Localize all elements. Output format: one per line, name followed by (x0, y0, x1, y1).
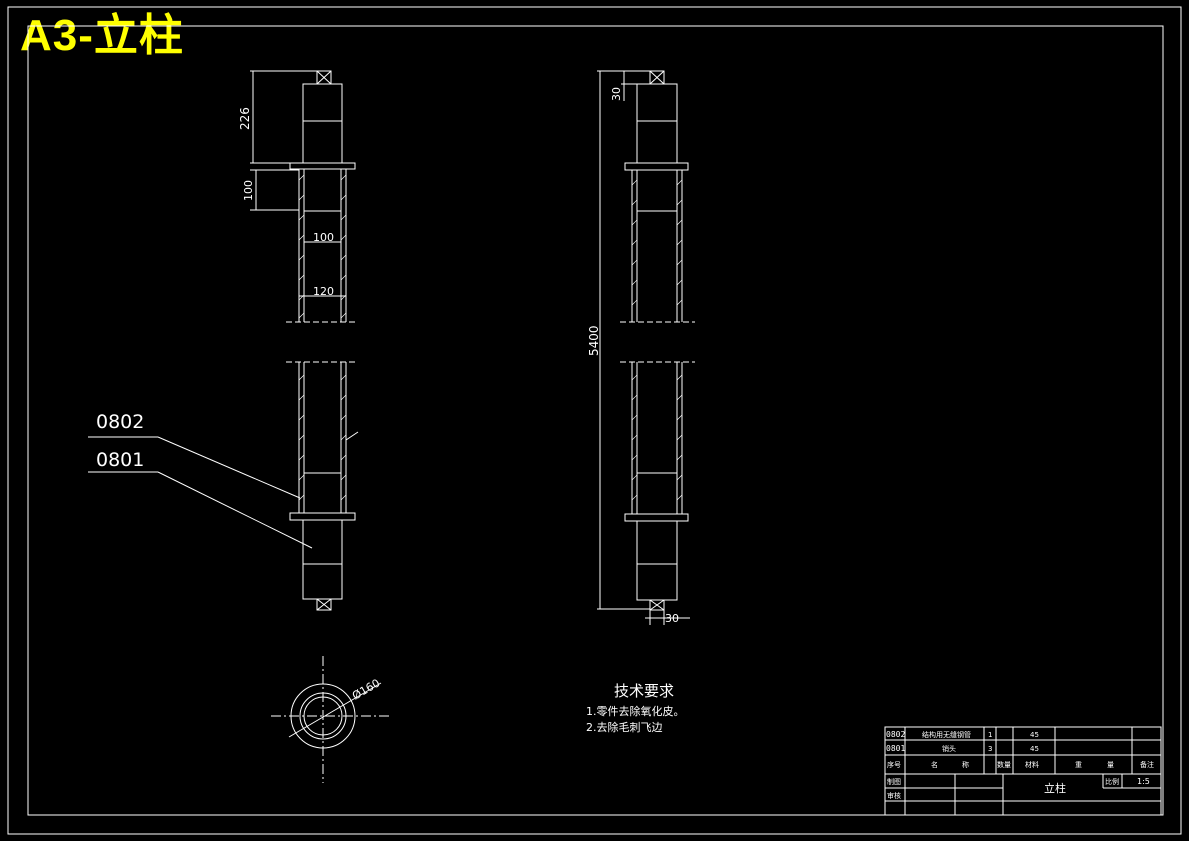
bottom-pin-marker (316, 598, 332, 611)
bom-material-0802: 45 (1030, 731, 1039, 739)
left-view (88, 70, 359, 611)
tech-req-item-1: 1.零件去除氧化皮。 (586, 704, 685, 718)
header-weight-2: 量 (1107, 761, 1114, 769)
title-block-text: 0802 结构用无缝钢管 1 45 0801 销头 3 45 序号 名 称 数量… (886, 730, 1154, 800)
bom-material-0801: 45 (1030, 745, 1039, 753)
bom-qty-0802: 1 (988, 731, 992, 739)
dim-overall-length: 5400 (587, 325, 601, 356)
dim-top-length: 226 (238, 107, 252, 130)
bottom-pin-body (302, 519, 343, 600)
bom-no-0802: 0802 (886, 730, 905, 739)
drawn-label: 制图 (887, 777, 901, 786)
scale-value: 1:5 (1137, 777, 1150, 786)
part-label-0802: 0802 (96, 411, 144, 433)
dim-circle-diameter: Ø160 (350, 677, 382, 703)
bom-name-0801: 销头 (942, 744, 956, 753)
right-view (597, 70, 695, 625)
inner-frame (27, 25, 1164, 816)
title-block (884, 726, 1162, 816)
bom-qty-0801: 3 (988, 745, 992, 753)
dim-bottom-offset: 30 (665, 612, 679, 625)
header-remark: 备注 (1140, 760, 1154, 769)
dim-outer-diameter: 120 (313, 285, 334, 298)
section-view (271, 656, 392, 783)
dim-top-offset: 30 (610, 87, 623, 101)
scale-label: 比例 (1105, 777, 1119, 786)
drawing-name: 立柱 (1044, 781, 1066, 795)
dim-collar-height: 100 (242, 180, 255, 201)
dim-inner-diameter: 100 (313, 231, 334, 244)
top-flange (289, 162, 356, 170)
header-name-2: 称 (962, 760, 969, 769)
tech-req-item-2: 2.去除毛刺飞边 (586, 720, 663, 734)
checked-label: 审核 (887, 791, 901, 800)
tech-req-heading: 技术要求 (614, 682, 674, 700)
outer-frame (7, 6, 1182, 835)
header-name-1: 名 (931, 760, 938, 769)
bom-no-0801: 0801 (886, 744, 905, 753)
bottom-flange (289, 512, 356, 521)
header-qty: 数量 (997, 760, 1011, 769)
bom-name-0802: 结构用无缝钢管 (922, 730, 971, 739)
header-material: 材料 (1025, 760, 1039, 769)
top-pin-body (302, 83, 343, 164)
header-no: 序号 (887, 760, 901, 769)
part-label-0801: 0801 (96, 449, 144, 471)
header-weight-1: 重 (1075, 761, 1082, 769)
sheet-title: A3-立柱 (20, 11, 184, 60)
